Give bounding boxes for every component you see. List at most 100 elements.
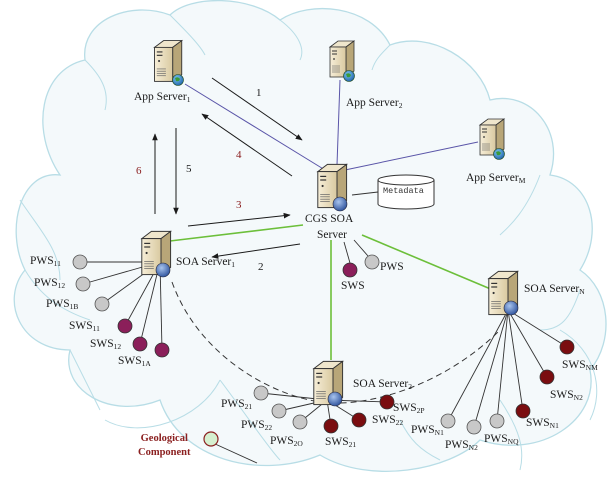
- arrow-step-2: [211, 243, 301, 259]
- sws-node-1a[interactable]: [154, 342, 170, 358]
- pws-label-n2: PWSN2: [445, 439, 478, 452]
- soaN-service-link: [507, 309, 568, 348]
- service-kind: SWS: [118, 355, 142, 367]
- app-server-m-icon[interactable]: [479, 118, 505, 160]
- cgs-soa-server-icon[interactable]: [317, 163, 348, 212]
- service-kind: SWS: [69, 320, 93, 332]
- soa1-service-link: [139, 261, 161, 345]
- link-app2-cgs: [336, 79, 341, 166]
- sws-node-2p[interactable]: [379, 394, 395, 410]
- service-kind: SWS: [372, 414, 396, 426]
- soaN-service-link: [507, 309, 524, 412]
- link-soa1-cgs: [169, 224, 304, 242]
- service-index: 1A: [141, 359, 151, 368]
- metadata-label: Metadata: [383, 186, 424, 196]
- pws-node-22[interactable]: [271, 403, 287, 419]
- pws-node-12[interactable]: [75, 276, 91, 292]
- sws-node-22[interactable]: [351, 412, 367, 428]
- app-server-2-icon[interactable]: [329, 40, 355, 82]
- service-index: 22: [395, 418, 404, 427]
- metadata-store: [377, 174, 435, 210]
- soa-server-1-icon[interactable]: [141, 230, 172, 278]
- pws-label-21: PWS21: [221, 398, 252, 411]
- soa-server-n-icon[interactable]: [488, 270, 519, 316]
- soaN-service-link: [447, 309, 509, 422]
- arrow-step-1: [211, 77, 303, 141]
- pws-label-n1: PWSN1: [411, 424, 444, 437]
- arrow-step-3: [187, 212, 291, 227]
- pws-node-n2[interactable]: [466, 419, 482, 435]
- pws-label-nq: PWSNQ: [484, 433, 519, 446]
- sws-label-n1: SWSN1: [526, 417, 559, 430]
- sws-node-n2[interactable]: [539, 369, 555, 385]
- service-index: 22: [264, 423, 273, 432]
- pws-node-n1[interactable]: [440, 413, 456, 429]
- sws-label-22: SWS22: [372, 414, 404, 427]
- service-index: N2: [573, 393, 583, 402]
- link-appm-cgs: [344, 141, 479, 171]
- cloud-background: [13, 0, 607, 472]
- soa-server-n-label: SOA ServerN: [524, 283, 585, 296]
- pws-label-1b: PWS1B: [46, 298, 79, 311]
- service-kind: SWS: [526, 417, 550, 429]
- service-kind: PWS: [30, 255, 54, 267]
- pws-node-1b[interactable]: [94, 296, 110, 312]
- sws-label-12: SWS12: [90, 338, 121, 351]
- flow-arrows: [152, 77, 303, 259]
- app-server-1-icon[interactable]: [153, 40, 184, 86]
- service-index: N2: [468, 443, 478, 452]
- pws-node-11[interactable]: [72, 254, 88, 270]
- service-index: 12: [57, 281, 66, 290]
- sws-node-11[interactable]: [117, 318, 133, 334]
- service-index: 11: [92, 324, 100, 333]
- pws-label-12: PWS12: [34, 277, 66, 290]
- central-sws-label: SWS: [341, 280, 365, 292]
- service-kind: PWS: [221, 398, 245, 410]
- step-6-label: 6: [136, 165, 142, 177]
- central-pws-node: [364, 254, 380, 270]
- service-kind: PWS: [484, 433, 508, 445]
- service-index: N1: [434, 428, 444, 437]
- sws-node-12[interactable]: [132, 336, 148, 352]
- soa-server-2-icon[interactable]: [313, 360, 344, 407]
- service-kind: PWS: [46, 298, 70, 310]
- step-3-label: 3: [236, 199, 242, 211]
- sws-node-21[interactable]: [323, 418, 339, 434]
- service-index: 1B: [69, 302, 79, 311]
- cgs-soa-server-label-line2: Server: [317, 229, 348, 241]
- sws-label-2p: SWS2P: [393, 402, 425, 415]
- pws-node-2o[interactable]: [292, 414, 308, 430]
- app-links: [184, 79, 479, 171]
- pws-node-21[interactable]: [253, 385, 269, 401]
- sws-node-nm[interactable]: [559, 339, 575, 355]
- service-index: NM: [585, 363, 598, 372]
- step-2-label: 2: [258, 261, 264, 273]
- link-central-sws: [343, 241, 351, 264]
- central-sws-node: [342, 262, 358, 278]
- link-metadata: [351, 191, 379, 196]
- soaN-service-link: [473, 309, 509, 428]
- pws-label-22: PWS22: [241, 419, 273, 432]
- app-server-2-label: App Server2: [346, 97, 403, 110]
- service-kind: PWS: [411, 424, 435, 436]
- service-index: 2P: [416, 406, 425, 415]
- sws-label-21: SWS21: [325, 436, 357, 449]
- sws-label-nm: SWSNM: [562, 359, 598, 372]
- pws-label-11: PWS11: [30, 255, 61, 268]
- service-index: NQ: [507, 437, 519, 446]
- sws-label-1a: SWS1A: [118, 355, 151, 368]
- link-central-pws: [353, 239, 369, 257]
- service-kind: PWS: [445, 439, 469, 451]
- cgs-soa-server-label-line1: CGS SOA: [305, 213, 354, 225]
- step-4-label: 4: [236, 149, 242, 161]
- central-pws-label: PWS: [380, 261, 404, 273]
- step-5-label: 5: [186, 163, 192, 175]
- sws-node-n1[interactable]: [515, 403, 531, 419]
- service-index: 21: [348, 440, 357, 449]
- link-app1-cgs: [184, 83, 326, 171]
- service-index: N1: [549, 421, 559, 430]
- arrow-step-4: [201, 113, 293, 177]
- pws-node-nq[interactable]: [489, 413, 505, 429]
